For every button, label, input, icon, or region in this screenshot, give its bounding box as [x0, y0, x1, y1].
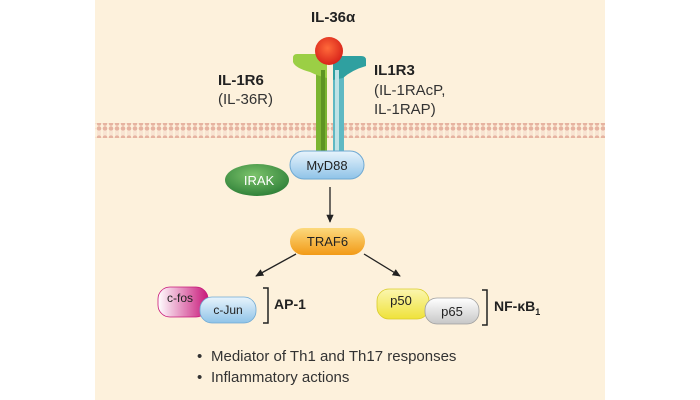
- receptor-left-name: IL-1R6: [218, 72, 264, 89]
- ligand-il36a-shape: [315, 37, 343, 65]
- p50-label: p50: [390, 292, 412, 308]
- myd88-shape: [289, 150, 365, 180]
- p65-shape: [424, 297, 480, 325]
- ligand-label: IL-36α: [311, 9, 356, 26]
- arrow-traf6-nfkb: [363, 253, 401, 277]
- nfkb-label-prefix: NF-κB: [494, 298, 536, 314]
- receptor-right-alias-line1: (IL-1RAcP,: [374, 82, 446, 99]
- ap1-bracket: [263, 287, 269, 324]
- nfkb-label-subscript: 1: [535, 306, 541, 317]
- c-fos-label: c-fos: [166, 291, 193, 305]
- p65-label: p65: [441, 303, 463, 319]
- effect-item: Mediator of Th1 and Th17 responses: [197, 346, 456, 367]
- traf6-shape: [290, 228, 365, 255]
- receptor-right-name: IL1R3: [374, 62, 415, 79]
- irak-label: IRAK: [243, 172, 275, 188]
- nfkb-label: NF-κB1: [494, 298, 540, 317]
- effect-item: Inflammatory actions: [197, 367, 456, 388]
- myd88-label: MyD88: [306, 157, 348, 173]
- c-jun-label: c-Jun: [213, 303, 243, 317]
- receptor-right-shape: [333, 56, 366, 158]
- c-jun-shape: [199, 296, 257, 324]
- arrow-traf6-ap1: [255, 253, 297, 277]
- irak-shape: [225, 164, 289, 196]
- receptor-right-alias-line2: IL-1RAP): [374, 101, 436, 118]
- nfkb-bracket: [482, 289, 488, 326]
- effects-list: Mediator of Th1 and Th17 responses Infla…: [197, 346, 456, 388]
- receptor-left-alias: (IL-36R): [218, 91, 274, 108]
- ap1-label: AP-1: [274, 296, 306, 312]
- cell-membrane: [95, 123, 605, 138]
- traf6-label: TRAF6: [306, 234, 349, 249]
